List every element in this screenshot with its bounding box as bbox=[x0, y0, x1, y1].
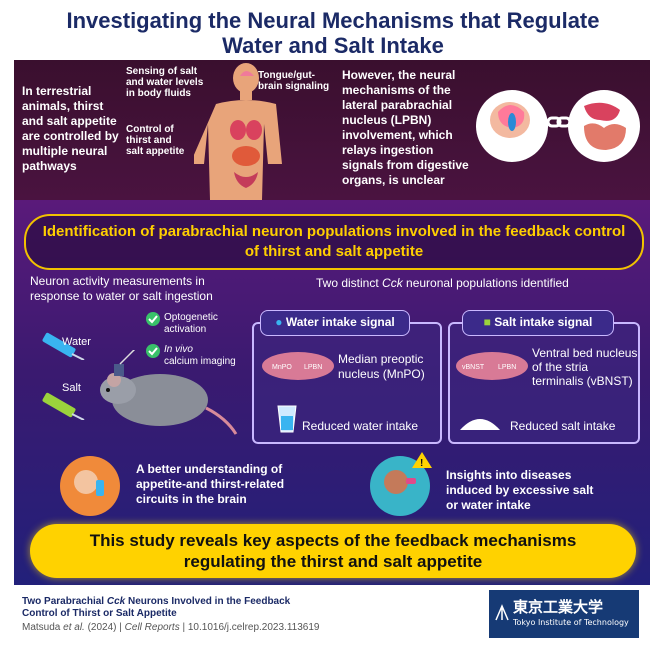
logo-emblem-icon bbox=[495, 604, 509, 621]
vbnst-brain-label: vBNST bbox=[462, 364, 485, 371]
populations-header: Two distinct Cck neuronal populations id… bbox=[316, 276, 569, 290]
title-line-1: Investigating the Neural Mechanisms that… bbox=[66, 8, 600, 33]
section-title: Identification of parabrachial neuron po… bbox=[24, 214, 644, 270]
paper-title: Two Parabrachial Cck Neurons Involved in… bbox=[22, 596, 291, 619]
water-glass-icon bbox=[277, 405, 297, 433]
salt-pile-icon bbox=[460, 419, 500, 430]
university-logo: 東京工業大学 Tokyo Institute of Technology bbox=[489, 590, 639, 638]
salt-shaker-icon: ■ bbox=[483, 315, 491, 329]
svg-text:!: ! bbox=[420, 458, 423, 469]
water-label: Water bbox=[62, 336, 91, 348]
salt-label: Salt bbox=[62, 382, 81, 394]
vbnst-brain-diagram: vBNST LPBN bbox=[456, 352, 528, 380]
findings-panel: Identification of parabrachial neuron po… bbox=[14, 200, 650, 585]
human-body-illustration bbox=[194, 63, 282, 200]
water-drop-icon: ● bbox=[275, 315, 283, 329]
lpbn-brain-label-salt: LPBN bbox=[498, 364, 516, 371]
check-icon-optogenetic bbox=[146, 312, 160, 326]
citation: Matsuda et al. (2024) | Cell Reports | 1… bbox=[22, 622, 320, 633]
title-line-2: Water and Salt Intake bbox=[222, 33, 444, 58]
check-icon-calcium bbox=[146, 344, 160, 358]
mouse-illustration bbox=[100, 350, 238, 435]
tongue-gut-label: Tongue/gut-brain signaling bbox=[258, 70, 330, 92]
child-drinking-icon bbox=[60, 456, 120, 516]
conclusion-banner: This study reveals key aspects of the fe… bbox=[30, 524, 636, 578]
footer: Two Parabrachial Cck Neurons Involved in… bbox=[14, 588, 650, 648]
page-title: Investigating the Neural Mechanisms that… bbox=[0, 8, 666, 58]
salt-signal-header: ■ Salt intake signal bbox=[462, 310, 614, 336]
reduced-salt-intake: Reduced salt intake bbox=[510, 419, 616, 433]
brain-gut-illustration bbox=[476, 90, 640, 162]
mnpo-brain-diagram: MnPO LPBN bbox=[262, 352, 334, 380]
water-signal-header: ● Water intake signal bbox=[260, 310, 410, 336]
water-syringe-icon bbox=[42, 332, 85, 360]
lpbn-brain-label-water: LPBN bbox=[304, 364, 322, 371]
woman-drinking-icon: ! bbox=[370, 452, 432, 516]
mnpo-brain-label: MnPO bbox=[272, 364, 292, 371]
reduced-water-intake: Reduced water intake bbox=[302, 419, 419, 433]
salt-syringe-icon bbox=[42, 392, 85, 420]
